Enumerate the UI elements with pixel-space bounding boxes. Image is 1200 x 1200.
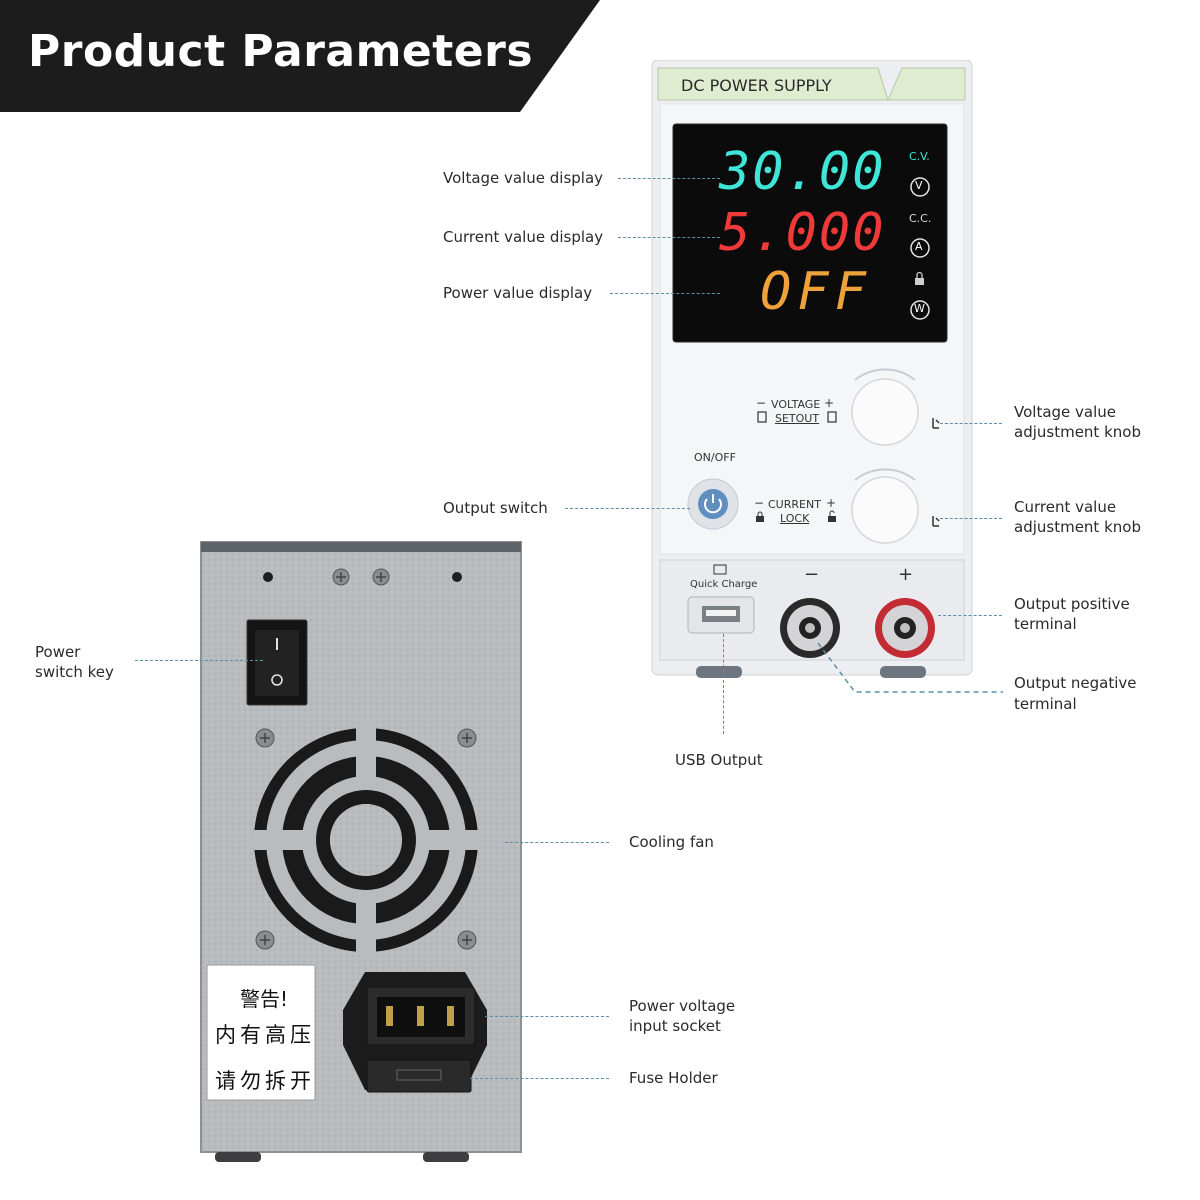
voltage-plus: +: [824, 396, 835, 410]
callout-voltage-knob-2: adjustment knob: [1014, 423, 1141, 441]
current-readout: 5.000: [719, 203, 886, 263]
brand-label: DC POWER SUPPLY: [681, 76, 832, 95]
power-icon: [704, 494, 722, 514]
leader-line: [723, 634, 724, 734]
a-unit: A: [915, 240, 923, 253]
negative-terminal-label: −: [804, 564, 820, 585]
lcd-display: [672, 123, 948, 343]
title-banner: [0, 0, 600, 112]
foot: [880, 666, 926, 678]
warning-title: 警告!: [240, 987, 289, 1011]
warning-line1: 内有高压: [215, 1023, 315, 1047]
foot: [423, 1152, 469, 1162]
unlock-icon-right: [828, 510, 836, 522]
callout-input-socket-1: Power voltage: [629, 997, 736, 1015]
voltage-knob-sublabel: SETOUT: [775, 412, 820, 425]
callout-power-switch-2: switch key: [35, 663, 114, 681]
brand-label-tab: [887, 67, 966, 101]
leader-line: [505, 842, 609, 843]
callout-negative-terminal-1: Output negative: [1014, 674, 1137, 692]
screw-icon: [255, 728, 275, 748]
callout-negative-terminal-2: terminal: [1014, 695, 1077, 713]
voltage-knob-arc: [854, 368, 916, 381]
callout-cooling-fan: Cooling fan: [629, 833, 714, 851]
callout-input-socket-2: input socket: [629, 1017, 721, 1035]
warning-line2: 请勿拆开: [215, 1069, 315, 1093]
callout-current-display: Current value display: [443, 228, 604, 246]
v-unit: V: [915, 179, 923, 192]
leader-line: [485, 1016, 609, 1017]
current-knob: [851, 476, 919, 544]
callout-usb-output: USB Output: [675, 751, 763, 769]
rotate-icon-current: [932, 516, 940, 527]
callout-voltage-display: Voltage value display: [443, 169, 604, 187]
leader-line: [610, 293, 720, 294]
warning-sticker: [206, 964, 316, 1101]
screw-icon: [457, 728, 477, 748]
power-readout: OFF: [760, 262, 872, 322]
foot: [215, 1152, 261, 1162]
leader-negative-terminal: [817, 642, 1003, 693]
callout-voltage-knob-1: Voltage value: [1014, 403, 1117, 421]
current-knob-sublabel: LOCK: [780, 512, 810, 525]
screw-icon: [457, 930, 477, 950]
callout-current-knob-1: Current value: [1014, 498, 1117, 516]
on-off-label: ON/OFF: [694, 451, 736, 464]
voltage-knob: [851, 378, 919, 446]
callout-power-switch-1: Power: [35, 643, 81, 661]
callout-fuse-holder: Fuse Holder: [629, 1069, 718, 1087]
callout-output-switch: Output switch: [443, 499, 548, 517]
quick-charge-label: Quick Charge: [690, 579, 758, 590]
w-unit-ring: [910, 300, 930, 320]
a-unit-ring: [910, 238, 930, 258]
leader-line: [940, 518, 1002, 519]
lock-icon-left: [756, 511, 764, 522]
screw-icon: [255, 930, 275, 950]
setout-right-icon: [827, 411, 837, 423]
page-title: Product Parameters: [28, 26, 534, 77]
fuse-holder: [366, 1059, 472, 1093]
foot: [696, 666, 742, 678]
voltage-knob-label: VOLTAGE: [771, 398, 821, 411]
w-unit: W: [914, 302, 925, 315]
leader-line: [618, 237, 720, 238]
cv-indicator: C.V.: [909, 150, 930, 163]
current-knob-arc: [854, 468, 916, 481]
leader-line: [565, 508, 690, 509]
front-panel: [651, 60, 973, 678]
cc-indicator: C.C.: [909, 212, 932, 225]
current-minus: −: [754, 496, 765, 510]
callout-current-knob-2: adjustment knob: [1014, 518, 1141, 536]
leader-line: [940, 423, 1002, 424]
leader-line: [470, 1078, 609, 1079]
setout-left-icon: [757, 411, 767, 423]
positive-terminal-label: +: [898, 564, 914, 585]
voltage-minus: −: [756, 396, 767, 410]
lock-icon-small: [915, 271, 924, 285]
callout-power-display: Power value display: [443, 284, 593, 302]
current-plus: +: [826, 496, 837, 510]
quick-charge-icon: [713, 564, 727, 575]
v-unit-ring: [910, 177, 930, 197]
screw-icon: [332, 568, 350, 586]
leader-line: [135, 660, 263, 661]
mount-hole: [263, 572, 273, 582]
back-panel: [200, 541, 522, 1162]
rotate-icon-voltage: [932, 418, 940, 429]
voltage-readout: 30.00: [719, 142, 886, 202]
cooling-fan-grille: [251, 725, 481, 955]
callout-positive-terminal-1: Output positive: [1014, 595, 1130, 613]
callout-positive-terminal-2: terminal: [1014, 615, 1077, 633]
leader-line: [618, 178, 720, 179]
mount-hole: [452, 572, 462, 582]
screw-icon: [372, 568, 390, 586]
leader-line: [938, 615, 1002, 616]
current-knob-label: CURRENT: [768, 498, 821, 511]
